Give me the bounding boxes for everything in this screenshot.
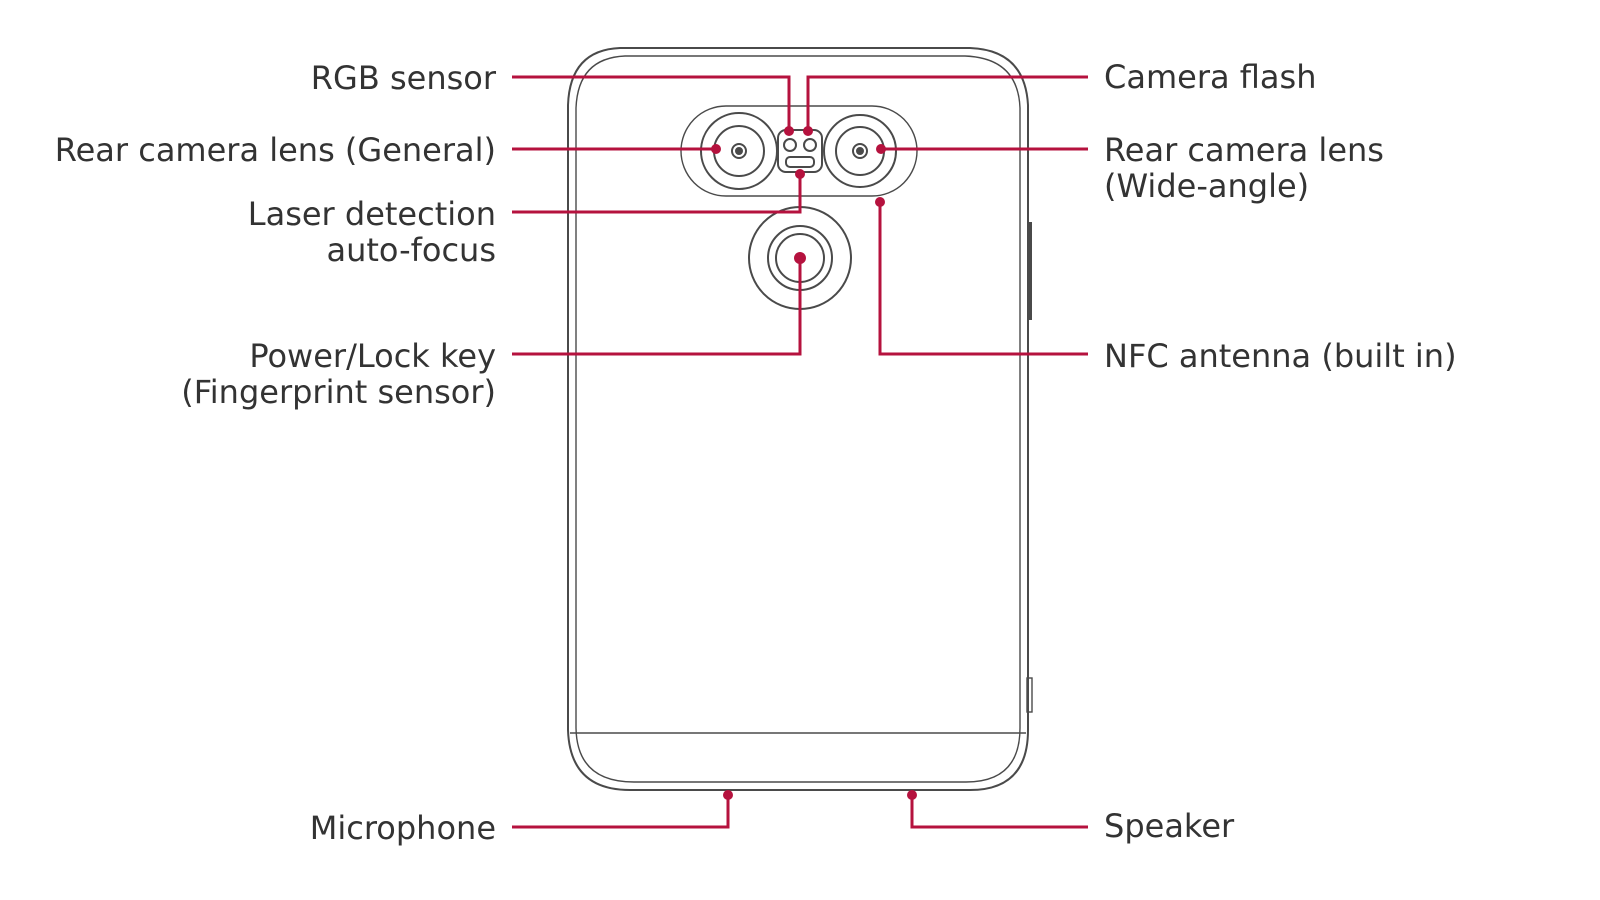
rgb-sensor-dot (803, 138, 817, 152)
callout-dots (711, 126, 917, 800)
dot-microphone (723, 790, 733, 800)
laser-af-window (785, 156, 815, 168)
label-rgb-sensor: RGB sensor (311, 60, 496, 96)
label-camera-flash-text: Camera flash (1104, 58, 1317, 96)
dot-speaker (907, 790, 917, 800)
label-speaker: Speaker (1104, 808, 1234, 844)
dot-rear-camera-wide (876, 144, 886, 154)
phone-body (567, 47, 1029, 791)
callout-speaker (910, 795, 1088, 829)
dot-camera-flash (803, 126, 813, 136)
dot-power-key (794, 252, 806, 264)
sensor-cluster (777, 129, 823, 173)
label-microphone: Microphone (310, 810, 496, 846)
side-notch (1026, 677, 1033, 713)
label-rgb-sensor-text: RGB sensor (310, 59, 496, 97)
callout-microphone (512, 795, 730, 829)
general-lens-core (735, 147, 743, 155)
wide-lens-inner (852, 143, 868, 159)
dot-nfc (875, 197, 885, 207)
callout-nfc (878, 202, 1088, 356)
callout-power-key (512, 258, 802, 356)
label-rear-camera-wide-line2: (Wide-angle) (1104, 167, 1310, 205)
label-laser-af-line2: auto-focus (326, 231, 496, 269)
wide-lens-outer (823, 114, 897, 188)
label-laser-af-line1: Laser detection (247, 195, 496, 233)
callout-laser-af (512, 174, 802, 214)
label-power-key-line1: Power/Lock key (249, 337, 496, 375)
label-microphone-text: Microphone (309, 809, 496, 847)
side-button (1028, 222, 1032, 320)
label-power-key: Power/Lock key (Fingerprint sensor) (181, 338, 496, 410)
label-rear-camera-wide: Rear camera lens (Wide-angle) (1104, 132, 1384, 204)
dot-rear-camera-general (711, 144, 721, 154)
label-nfc-text: NFC antenna (built in) (1104, 337, 1457, 375)
label-laser-af: Laser detection auto-focus (248, 196, 496, 268)
label-camera-flash: Camera flash (1104, 59, 1316, 95)
flash-led (783, 138, 797, 152)
callouts (512, 75, 1088, 829)
label-nfc: NFC antenna (built in) (1104, 338, 1457, 374)
phone-body-inner (575, 55, 1021, 783)
label-power-key-line2: (Fingerprint sensor) (181, 373, 496, 411)
label-rear-camera-wide-line1: Rear camera lens (1104, 131, 1384, 169)
callout-rgb-sensor (512, 75, 791, 130)
wide-lens-core (856, 147, 864, 155)
dot-laser-af (795, 169, 805, 179)
dot-rgb-sensor (784, 126, 794, 136)
phone-outline (567, 47, 1033, 791)
general-lens-inner (731, 143, 747, 159)
label-speaker-text: Speaker (1104, 807, 1235, 845)
callout-camera-flash (806, 75, 1088, 130)
label-rear-camera-general: Rear camera lens (General) (55, 132, 496, 168)
label-rear-camera-general-text: Rear camera lens (General) (54, 131, 496, 169)
